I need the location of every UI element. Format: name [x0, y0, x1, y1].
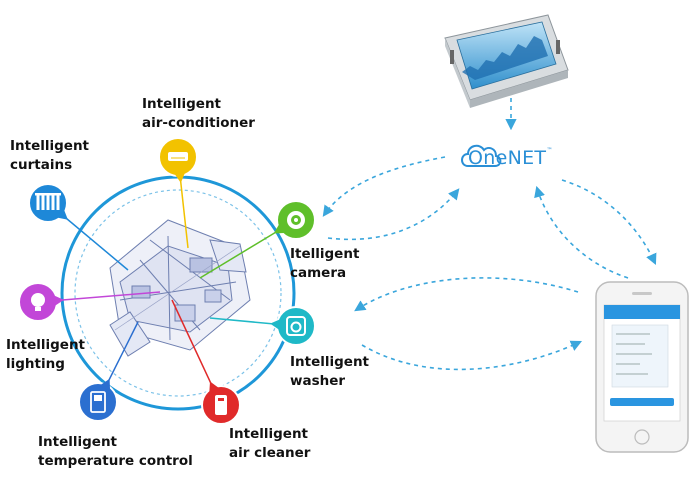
onenet-brand-name: OneNET™ — [468, 147, 553, 169]
smartphone-illustration — [596, 282, 688, 452]
onenet-logo: OneNET™ — [462, 142, 553, 174]
arrow-phone-to-house — [356, 278, 578, 310]
camera-icon — [274, 201, 315, 239]
arrow-onenet-to-house — [324, 157, 445, 215]
curtains-icon — [29, 184, 68, 222]
arrow-onenet-to-phone — [562, 180, 655, 263]
bulb-icon — [19, 283, 64, 321]
air-conditioner-icon — [159, 138, 197, 183]
gateway-device-illustration — [445, 15, 568, 108]
arrow-house-to-onenet — [328, 190, 458, 239]
arrow-house-to-phone — [362, 342, 580, 369]
arrow-phone-to-onenet — [537, 188, 628, 278]
